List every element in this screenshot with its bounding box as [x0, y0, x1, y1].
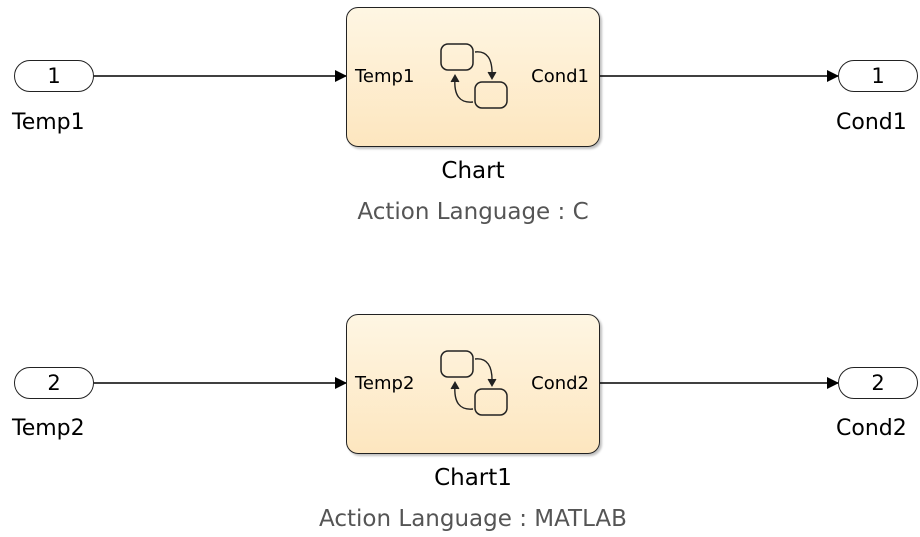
chart1-block[interactable]: Temp2 Cond2	[346, 314, 600, 454]
inport-2-number: 2	[47, 371, 61, 395]
chart-name: Chart	[441, 158, 505, 184]
chart-input-port-label: Temp1	[355, 66, 415, 87]
inport-2[interactable]: 2	[14, 367, 94, 399]
stateflow-chart-icon	[440, 350, 508, 416]
chart-block[interactable]: Temp1 Cond1	[346, 7, 600, 147]
outport-2-label: Cond2	[836, 416, 907, 441]
chart1-action-language: Action Language : MATLAB	[319, 506, 627, 532]
inport-1-number: 1	[47, 64, 61, 88]
inport-2-label: Temp2	[12, 416, 85, 441]
outport-1[interactable]: 1	[838, 60, 918, 92]
chart1-name: Chart1	[434, 465, 512, 491]
outport-2[interactable]: 2	[838, 367, 918, 399]
chart-action-language: Action Language : C	[357, 199, 589, 225]
outport-1-number: 1	[871, 64, 885, 88]
chart-output-port-label: Cond1	[531, 66, 589, 87]
inport-1[interactable]: 1	[14, 60, 94, 92]
outport-2-number: 2	[871, 371, 885, 395]
stateflow-chart-icon	[440, 43, 508, 109]
inport-1-label: Temp1	[12, 110, 85, 135]
outport-1-label: Cond1	[836, 110, 907, 135]
chart1-output-port-label: Cond2	[531, 373, 589, 394]
chart1-input-port-label: Temp2	[355, 373, 415, 394]
